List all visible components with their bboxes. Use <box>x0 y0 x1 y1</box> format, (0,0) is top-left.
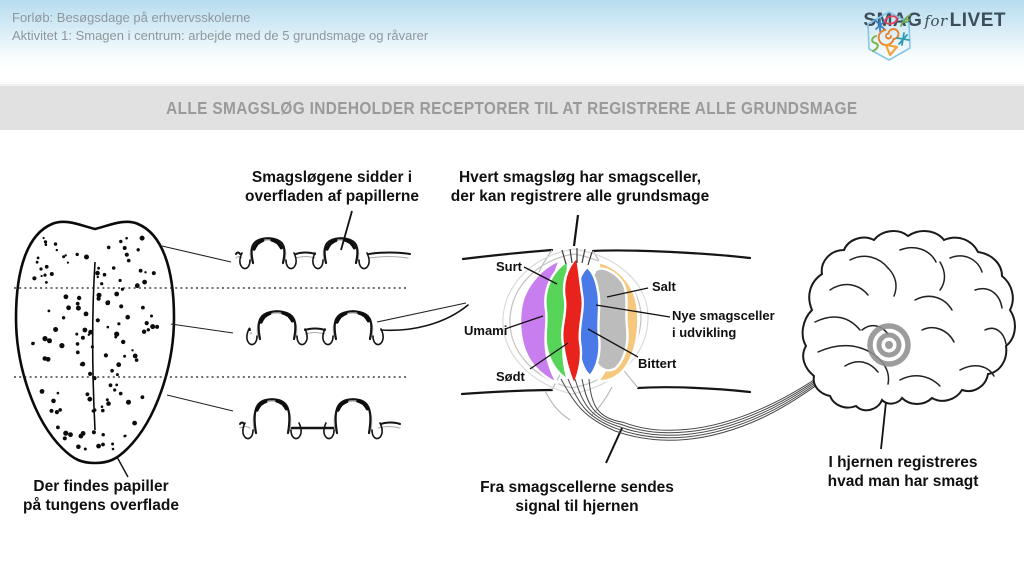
label-bitter: Bittert <box>638 356 677 371</box>
cell-label-pointers <box>504 266 671 370</box>
bud-outer-ring <box>502 248 649 395</box>
zone-divider-lines <box>14 287 408 378</box>
diagram-canvas <box>14 210 1016 478</box>
brain-caption-line2: hvad man har smagt <box>827 473 979 490</box>
tongue-caption-line2: på tungens overflade <box>23 497 179 514</box>
course-line: Forløb: Besøgsdage på erhvervsskolerne <box>12 10 251 25</box>
signal-caption-line1: Fra smagscellerne sendes <box>480 479 674 496</box>
pointer-sweet <box>529 342 569 370</box>
pointer-row3 <box>166 394 234 412</box>
logo-word-livet: LIVET <box>949 10 1006 31</box>
label-sour: Surt <box>496 259 522 274</box>
tongue-caption-line1: Der findes papiller <box>33 478 169 495</box>
pointer-papillae-caption <box>340 210 353 251</box>
taste-bud-caption: Hvert smagsløg har smagsceller, der kan … <box>451 168 709 206</box>
brain-gyri <box>814 246 1007 387</box>
tissue-top-left <box>461 248 554 261</box>
tongue-caption: Der findes papiller på tungens overflade <box>23 477 179 515</box>
caption-pointers <box>116 210 892 478</box>
taste-bud-caption-line2: der kan registrere alle grundsmage <box>450 188 710 205</box>
slide-title: ALLE SMAGSLØG INDEHOLDER RECEPTORER TIL … <box>166 97 858 118</box>
taste-bud-caption-line1: Hvert smagsløg har smagsceller, <box>458 169 702 186</box>
papillae-caption-line2: overfladen af papillerne <box>245 188 419 205</box>
cell-sweet <box>561 255 584 387</box>
pointer-row1 <box>161 245 232 263</box>
tissue-top-right <box>591 249 752 260</box>
tongue-outline <box>14 220 176 465</box>
papillae-caption-line1: Smagsløgene sidder i <box>251 169 413 186</box>
label-sweet: Sødt <box>496 369 525 384</box>
pointer-umami <box>504 315 544 330</box>
pointer-bud-caption <box>572 214 580 247</box>
papillae-caption: Smagsløgene sidder i overfladen af papil… <box>245 168 419 206</box>
pointer-row2-to-bud <box>376 302 467 323</box>
pointer-salt <box>606 287 649 298</box>
logo-word-smag: SMAG <box>863 10 923 31</box>
brain-outline <box>801 230 1016 412</box>
brain-illustration <box>801 230 1016 412</box>
signal-caption: Fra smagscellerne sendes signal til hjer… <box>480 478 674 516</box>
pocket-fiber-left <box>544 390 571 421</box>
tongue-papillae-dots <box>31 235 160 451</box>
label-new-cells-line1: Nye smagsceller <box>672 308 775 323</box>
taste-cells <box>518 255 640 387</box>
brain-caption-line1: I hjernen registreres <box>828 454 978 471</box>
papillae-rows <box>235 237 469 440</box>
taste-center-target <box>867 323 911 367</box>
taste-pore-microvilli <box>561 248 593 266</box>
header-text: Forløb: Besøgsdage på erhvervsskolerne A… <box>12 9 428 45</box>
pointer-new-cells <box>595 304 671 318</box>
pointer-tongue-caption <box>116 456 129 478</box>
bud-tissue-surface <box>460 248 752 396</box>
label-new-cells-line2: i udvikling <box>672 325 737 340</box>
pointer-bitter <box>587 328 639 358</box>
pocket-fiber-right <box>591 386 613 416</box>
tongue-row-pointers <box>161 245 234 412</box>
label-umami: Umami <box>464 323 508 338</box>
tissue-bottom-right <box>636 386 752 394</box>
signal-caption-line2: signal til hjernen <box>515 498 639 515</box>
pointer-sour <box>523 266 558 285</box>
pointer-signal-caption <box>605 427 623 464</box>
tissue-bottom-left <box>460 388 554 396</box>
smag-for-livet-logo-icon <box>867 11 912 61</box>
activity-line: Aktivitet 1: Smagen i centrum: arbejde m… <box>12 28 429 43</box>
tongue-illustration <box>14 220 176 465</box>
label-salt: Salt <box>652 279 676 294</box>
label-new-cells: Nye smagsceller i udvikling <box>672 307 775 341</box>
header-banner: Forløb: Besøgsdage på erhvervsskolerne A… <box>0 0 1024 84</box>
brain-caption: I hjernen registreres hvad man har smagt <box>828 453 979 491</box>
slide-title-bar: ALLE SMAGSLØG INDEHOLDER RECEPTORER TIL … <box>0 84 1024 130</box>
pointer-row2 <box>170 323 234 334</box>
logo-word-for: for <box>924 12 948 30</box>
